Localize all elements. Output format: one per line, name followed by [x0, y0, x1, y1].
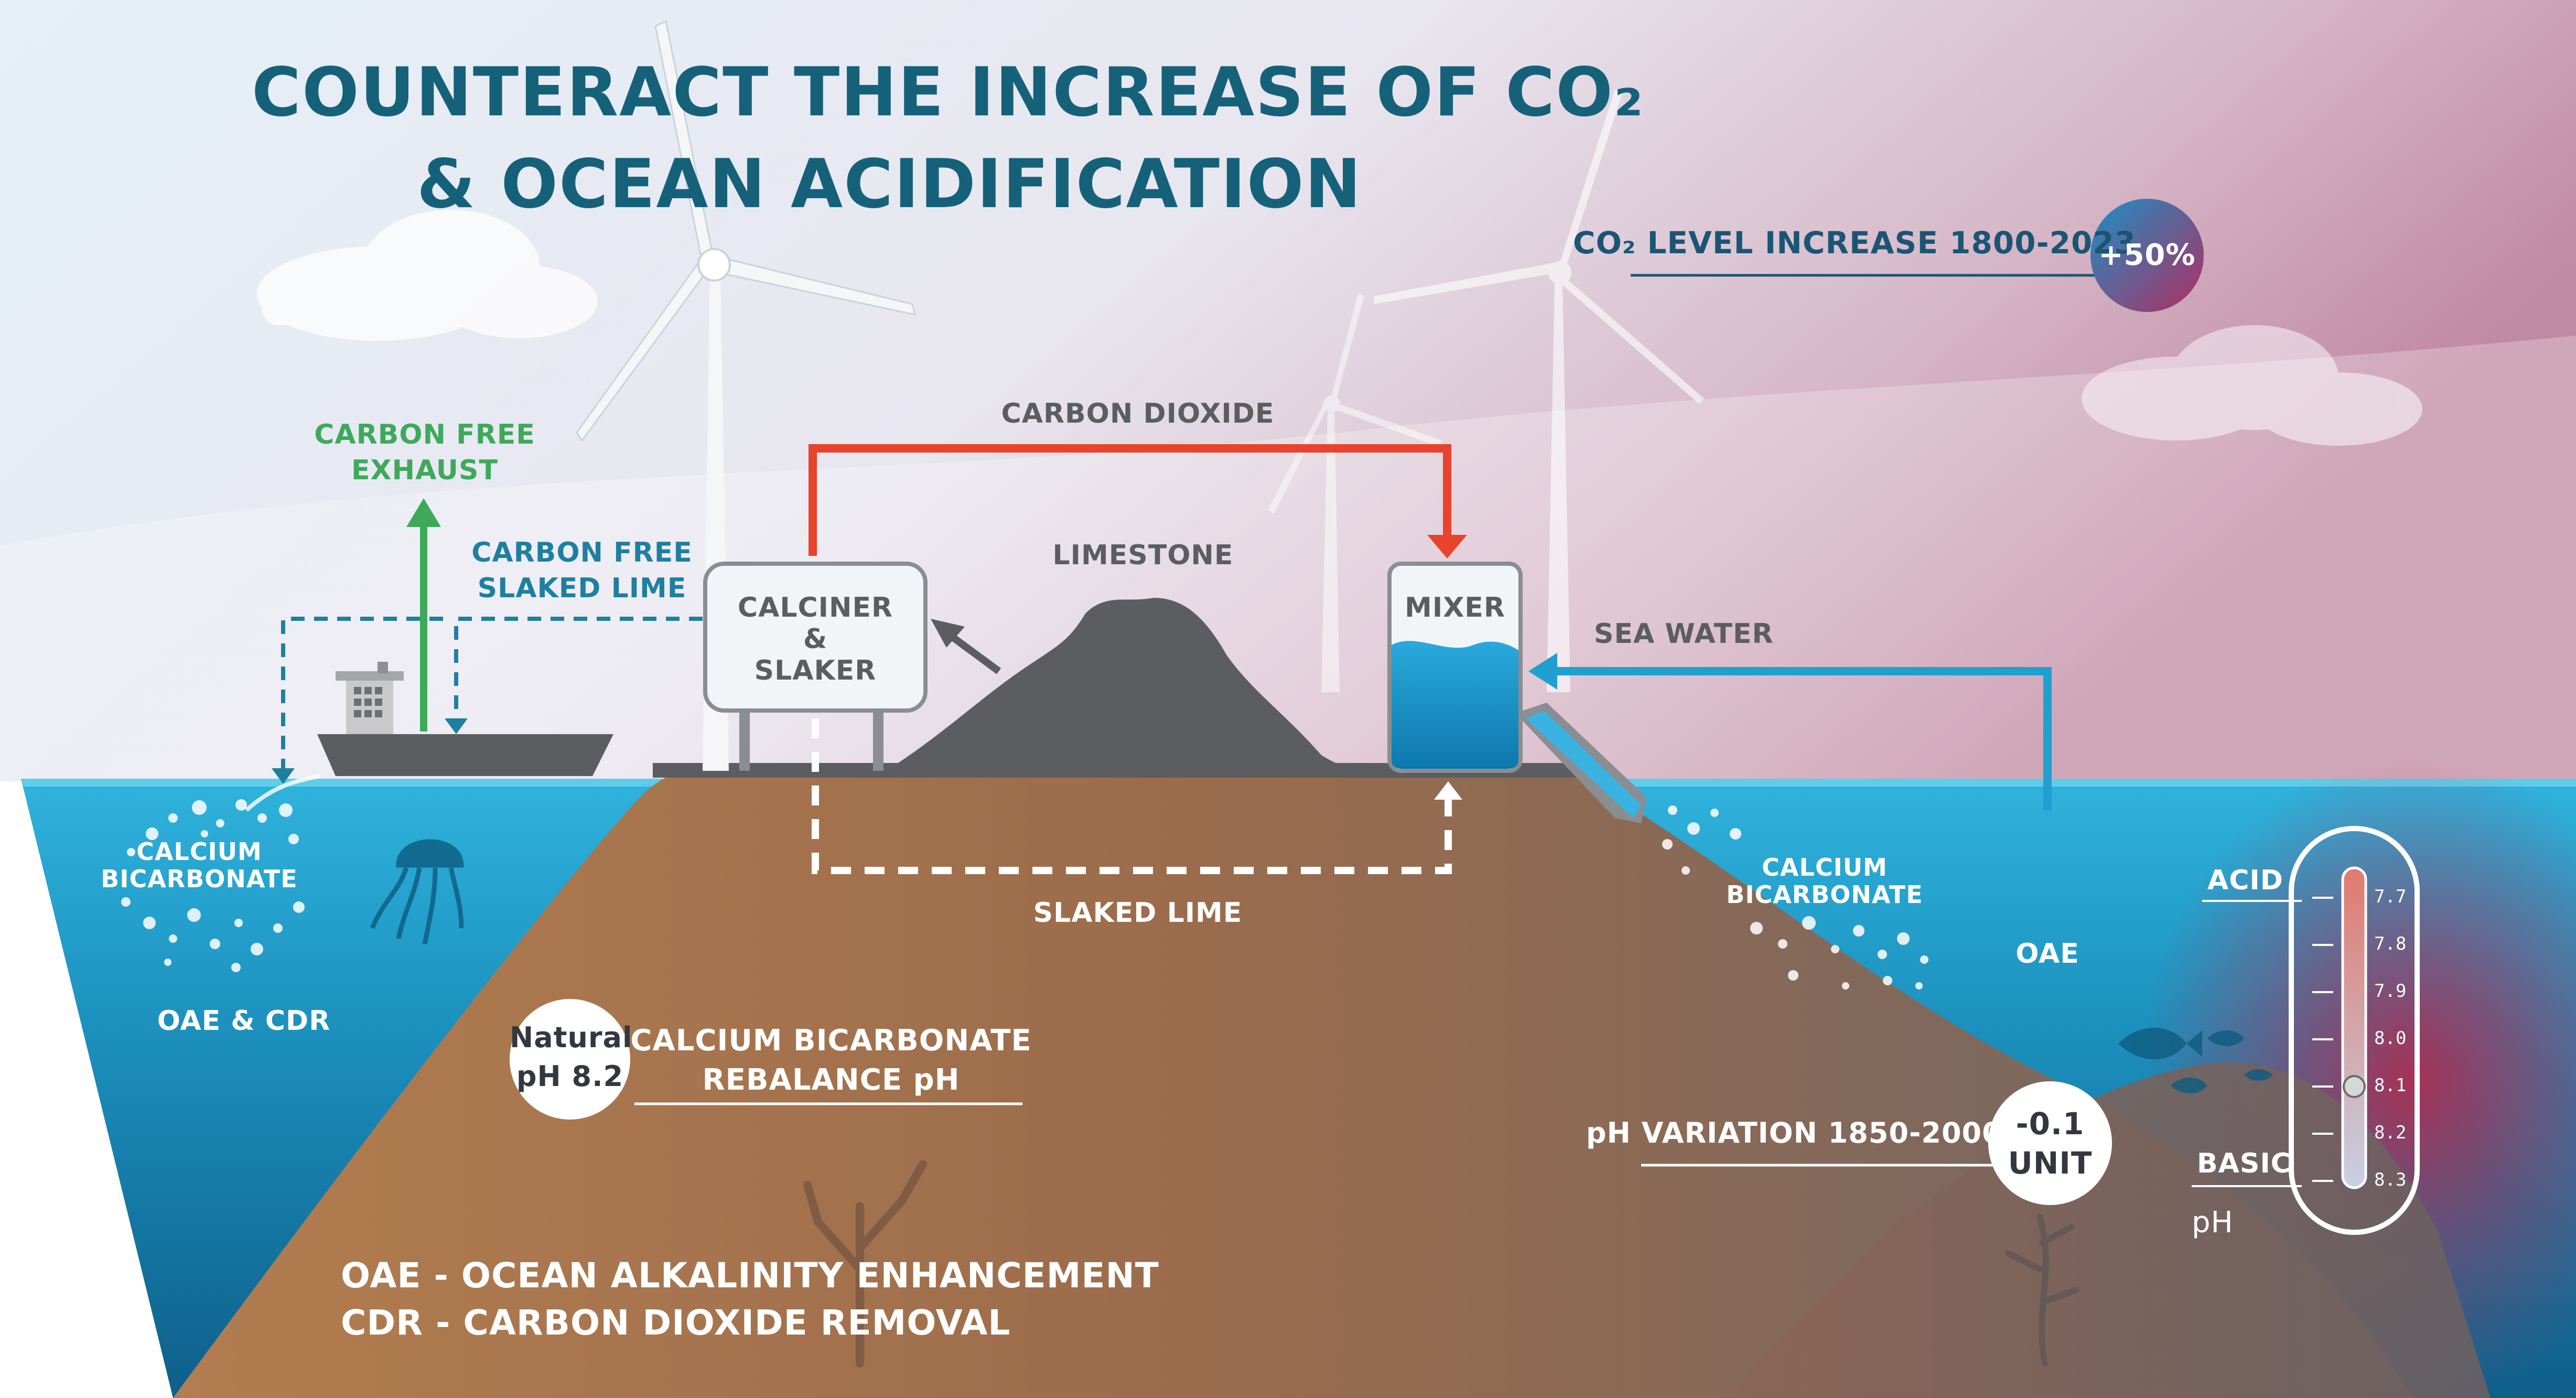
oae-cdr-label: OAE & CDR	[157, 1005, 331, 1037]
co2-increase-label: CO₂ LEVEL INCREASE 1800-2023	[1573, 225, 2137, 261]
outlet-water	[1526, 711, 1641, 818]
calciner-label-3: SLAKER	[754, 655, 877, 686]
ph-scale-ticks	[2312, 897, 2333, 1182]
slaked-lime-label: SLAKED LIME	[1033, 897, 1243, 929]
natural-ph-label-1: Natural	[510, 1021, 633, 1054]
calcium-bicarbonate-right-2: BICARBONATE	[1726, 880, 1923, 909]
clouds	[257, 210, 2422, 446]
arrowhead	[1434, 781, 1462, 800]
mixer-tank	[1387, 562, 1523, 773]
ph-scale-value: 7.7	[2374, 886, 2407, 907]
ph-thermometer	[2289, 826, 2420, 1235]
ph-variation-label: pH VARIATION 1850-2000	[1586, 1116, 2002, 1149]
carbon-dioxide-label: CARBON DIOXIDE	[1001, 398, 1275, 429]
ph-variation-value-2: UNIT	[2008, 1145, 2093, 1181]
acid-label: ACID	[2207, 865, 2283, 896]
carbon-free-exhaust-arrow	[406, 498, 441, 732]
carbon-free-slaked-lime-label-2: SLAKED LIME	[477, 573, 687, 604]
basic-label: BASIC	[2197, 1148, 2291, 1179]
slaked-lime-loop	[812, 718, 1452, 874]
calcium-bicarbonate-bubbles-left	[121, 799, 305, 972]
ph-variation-badge	[1988, 1081, 2112, 1205]
limestone-mountain	[886, 598, 1374, 771]
calcium-bicarbonate-left-1: CALCIUM	[136, 837, 262, 866]
limestone-feed-arrow	[931, 619, 1001, 674]
oae-label: OAE	[2015, 938, 2079, 970]
seabed-hill-back	[1730, 1062, 2491, 1398]
seabed-hill	[173, 771, 2412, 1398]
title-line-1: COUNTERACT THE INCREASE OF CO₂	[252, 53, 1644, 132]
ph-scale-value: 8.1	[2374, 1075, 2407, 1096]
title-line-2: & OCEAN ACIDIFICATION	[417, 145, 1362, 223]
coral	[803, 1160, 927, 1368]
fish-school	[2118, 1028, 2273, 1093]
co2-increase-value: +50%	[2098, 238, 2196, 272]
rebalance-label-1: CALCIUM BICARBONATE	[630, 1024, 1032, 1058]
wind-turbine-back-1	[1374, 89, 1704, 692]
rebalance-label-2: REBALANCE pH	[702, 1063, 960, 1097]
ph-current-marker	[2343, 1075, 2366, 1098]
ph-scale-value: 8.3	[2374, 1169, 2407, 1190]
wind-turbine-main	[576, 19, 917, 771]
ph-scale-value: 7.8	[2374, 933, 2407, 954]
ph-label: pH	[2192, 1206, 2234, 1240]
ph-scale-value: 8.2	[2374, 1122, 2407, 1143]
ph-scale-value: 8.0	[2374, 1028, 2407, 1049]
calcium-bicarbonate-left-2: BICARBONATE	[101, 865, 298, 893]
legend-cdr: CDR - CARBON DIOXIDE REMOVAL	[341, 1303, 1011, 1343]
natural-ph-badge	[510, 999, 630, 1120]
sea-water-arrow	[1528, 653, 2052, 810]
calcium-bicarbonate-right-1: CALCIUM	[1762, 853, 1888, 881]
co2-increase-badge	[2090, 199, 2204, 312]
carbon-free-exhaust-label-1: CARBON FREE	[314, 419, 535, 450]
calciner-label-1: CALCINER	[737, 592, 893, 623]
carbon-free-slaked-lime-line	[281, 617, 703, 768]
natural-ph-label-2: pH 8.2	[516, 1060, 624, 1093]
calcium-bicarbonate-bubbles-right	[1662, 805, 1928, 990]
arrowhead	[272, 768, 295, 784]
carbon-dioxide-arrow	[809, 444, 1467, 558]
calciner-label-2: &	[803, 623, 828, 655]
seaweed	[2005, 1213, 2079, 1367]
wind-turbine-back-2	[1268, 294, 1442, 692]
mixer-label: MIXER	[1405, 592, 1505, 623]
jellyfish	[370, 839, 464, 944]
ship	[245, 662, 613, 812]
legend-oae: OAE - OCEAN ALKALINITY ENHANCEMENT	[341, 1255, 1159, 1296]
arrowhead	[445, 718, 468, 734]
calciner-slaker-unit	[703, 562, 928, 771]
sea-water-label: SEA WATER	[1594, 618, 1774, 650]
carbon-free-exhaust-label-2: EXHAUST	[351, 455, 498, 486]
carbon-free-slaked-lime-label-1: CARBON FREE	[471, 537, 693, 568]
ph-variation-value-1: -0.1	[2015, 1106, 2085, 1142]
ph-scale-value: 7.9	[2374, 981, 2407, 1002]
limestone-label: LIMESTONE	[1052, 540, 1234, 571]
